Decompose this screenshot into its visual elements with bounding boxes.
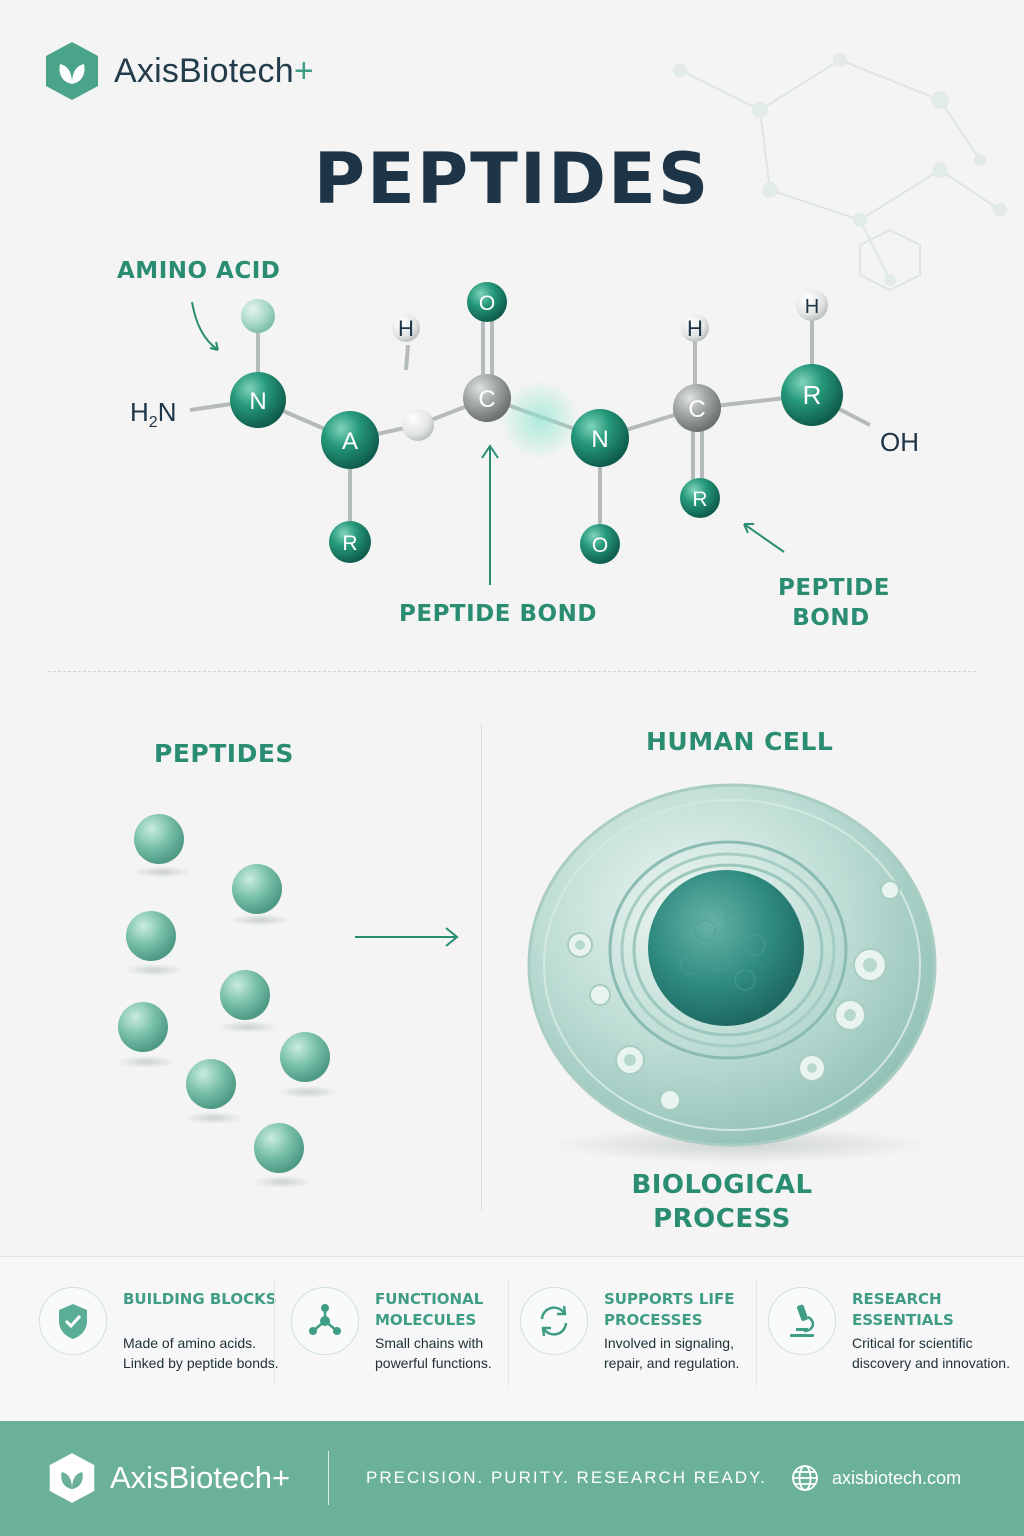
feature-desc: Made of amino acids. Linked by peptide b… xyxy=(123,1335,279,1371)
feature-desc: Involved in signaling, repair, and regul… xyxy=(604,1335,740,1371)
feature-separator xyxy=(756,1281,757,1386)
feature-separator xyxy=(508,1281,509,1386)
feature-title: SUPPORTS LIFE PROCESSES xyxy=(604,1290,735,1329)
column-divider xyxy=(481,724,482,1210)
atom-label: A xyxy=(342,428,358,455)
section-divider xyxy=(48,671,976,672)
amino-acid-arrowhead xyxy=(209,341,219,351)
footer-divider xyxy=(328,1451,329,1505)
biological-process-label: BIOLOGICAL PROCESS xyxy=(622,1168,822,1236)
peptide-sphere xyxy=(186,1059,236,1109)
h2n-group: H2N xyxy=(130,397,176,432)
oh-group: OH xyxy=(880,427,919,457)
atom-o-2 xyxy=(580,524,620,564)
molecule-icon xyxy=(291,1287,359,1355)
peptide-sphere xyxy=(220,970,270,1020)
atom-n-1 xyxy=(230,372,286,428)
brand-header: AxisBiotech+ xyxy=(44,40,314,102)
human-cell-label: HUMAN CELL xyxy=(646,727,834,756)
brand-logo-icon xyxy=(46,42,98,100)
background-molecule-network xyxy=(673,53,1007,292)
page-title: PEPTIDES xyxy=(313,138,711,220)
atom-label: R xyxy=(803,380,822,410)
atom-h-link xyxy=(402,409,434,441)
atom-label: R xyxy=(342,532,357,555)
atom-h-top xyxy=(241,299,275,333)
atom-h-2 xyxy=(681,314,709,342)
arrow-right-icon xyxy=(355,927,459,947)
human-cell-illustration xyxy=(527,783,937,1163)
footer-tagline: PRECISION. PURITY. RESEARCH READY. xyxy=(366,1468,767,1487)
amino-acid-label: AMINO ACID xyxy=(117,258,281,284)
footer-website[interactable]: axisbiotech.com xyxy=(790,1463,961,1493)
atom-r-2 xyxy=(680,478,720,518)
peptide-bond-right-line2: BOND xyxy=(792,605,870,631)
footer: AxisBiotech+ PRECISION. PURITY. RESEARCH… xyxy=(0,1421,1024,1536)
atom-label: C xyxy=(688,396,705,423)
atom-label: C xyxy=(478,386,495,413)
peptide-bond-label-center: PEPTIDE BOND xyxy=(399,601,597,627)
atom-a xyxy=(321,411,379,469)
atom-n-2 xyxy=(571,409,629,467)
atom-o-1 xyxy=(467,282,507,322)
brand-name: AxisBiotech xyxy=(114,51,294,90)
atom-c-2 xyxy=(673,384,721,432)
feature-separator xyxy=(274,1281,275,1386)
peptide-bond-arrowhead-right xyxy=(743,523,754,534)
globe-icon xyxy=(792,1465,818,1491)
atom-label: N xyxy=(249,388,266,415)
peptide-sphere xyxy=(254,1123,304,1173)
atom-label: R xyxy=(692,488,707,511)
atom-label: O xyxy=(592,534,608,557)
peptide-bond-label-right: PEPTIDE BOND xyxy=(778,573,890,633)
atom-r-1 xyxy=(329,521,371,563)
peptide-sphere xyxy=(232,864,282,914)
atom-c-1 xyxy=(463,374,511,422)
footer-website-text[interactable]: axisbiotech.com xyxy=(832,1467,962,1488)
feature-title: RESEARCH ESSENTIALS xyxy=(852,1290,954,1329)
cycle-arrows-icon xyxy=(520,1287,588,1355)
peptide-bond-right-line1: PEPTIDE xyxy=(778,575,890,601)
peptide-spheres xyxy=(116,814,338,1188)
h2n-h: H xyxy=(130,397,149,427)
atom-label: H xyxy=(687,316,703,341)
peptide-molecule-diagram: N A R H C O N O H C R H R xyxy=(189,282,871,585)
feature-desc: Critical for scientific discovery and in… xyxy=(852,1335,1010,1371)
peptide-sphere xyxy=(134,814,184,864)
atom-label: N xyxy=(591,426,608,453)
atom-label: H xyxy=(398,316,414,341)
footer-logo-icon xyxy=(49,1453,95,1503)
microscope-icon xyxy=(768,1287,836,1355)
atom-r-3 xyxy=(781,364,843,426)
atom-h-3 xyxy=(796,289,828,321)
shield-check-icon xyxy=(39,1287,107,1355)
atom-label: H xyxy=(805,296,819,318)
footer-brand: AxisBiotech+ xyxy=(48,1451,290,1505)
peptides-label: PEPTIDES xyxy=(154,739,294,768)
bio-process-line1: BIOLOGICAL xyxy=(631,1170,813,1200)
atom-label: O xyxy=(479,292,495,315)
footer-brand-name: AxisBiotech+ xyxy=(110,1460,291,1495)
brand-plus: + xyxy=(293,51,314,90)
peptide-sphere xyxy=(280,1032,330,1082)
peptide-bond-arrowhead-center xyxy=(481,444,499,459)
feature-title: FUNCTIONAL MOLECULES xyxy=(375,1290,484,1329)
feature-desc: Small chains with powerful functions. xyxy=(375,1335,492,1371)
amino-acid-arrow xyxy=(191,301,219,351)
peptide-sphere xyxy=(118,1002,168,1052)
feature-title: BUILDING BLOCKS xyxy=(123,1290,277,1308)
bio-process-line2: PROCESS xyxy=(653,1204,791,1234)
features-row: BUILDING BLOCKS Made of amino acids. Lin… xyxy=(0,1256,1024,1422)
peptide-bond-arrow-right xyxy=(743,523,785,553)
peptide-sphere xyxy=(126,911,176,961)
atom-h-1 xyxy=(392,314,420,342)
h2n-n: N xyxy=(157,397,177,427)
h2n-sub: 2 xyxy=(148,414,158,432)
